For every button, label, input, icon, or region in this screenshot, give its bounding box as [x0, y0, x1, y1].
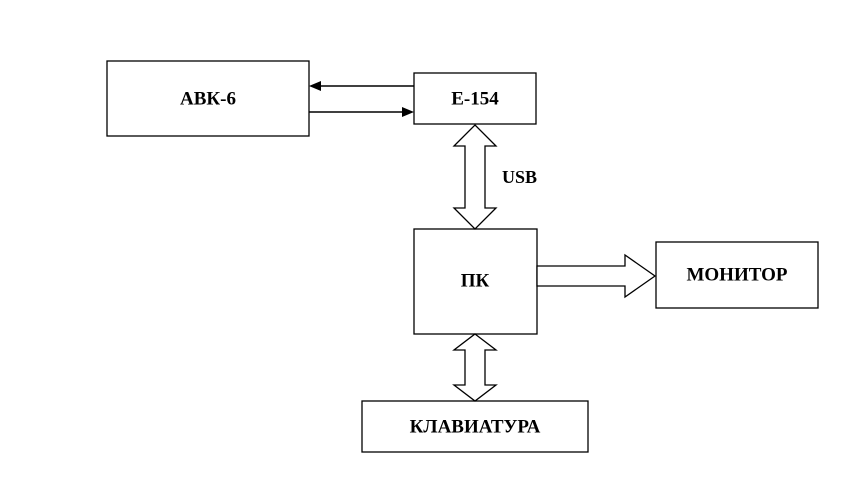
edge-e154-pc-usb: USB — [452, 124, 537, 230]
edge-pc-to-monitor — [536, 253, 657, 299]
node-avk-label: АВК-6 — [180, 89, 236, 110]
edge-e154-to-avk — [309, 81, 414, 91]
node-avk: АВК-6 — [106, 60, 310, 137]
node-monitor: МОНИТОР — [655, 241, 819, 309]
edge-usb-label: USB — [502, 167, 537, 187]
monitor-hollow-arrow — [536, 253, 657, 299]
edge-pc-keyboard — [452, 333, 498, 402]
node-keyboard-label: КЛАВИАТУРА — [410, 417, 541, 438]
node-monitor-label: МОНИТОР — [686, 265, 787, 286]
usb-double-arrow — [452, 124, 498, 230]
node-pc-label: ПК — [461, 271, 490, 292]
node-pc: ПК — [413, 228, 538, 335]
node-e154: E-154 — [413, 72, 537, 125]
node-e154-label: E-154 — [451, 89, 499, 110]
edge-avk-to-e154 — [309, 107, 414, 117]
keyboard-double-arrow — [452, 333, 498, 402]
node-keyboard: КЛАВИАТУРА — [361, 400, 589, 453]
